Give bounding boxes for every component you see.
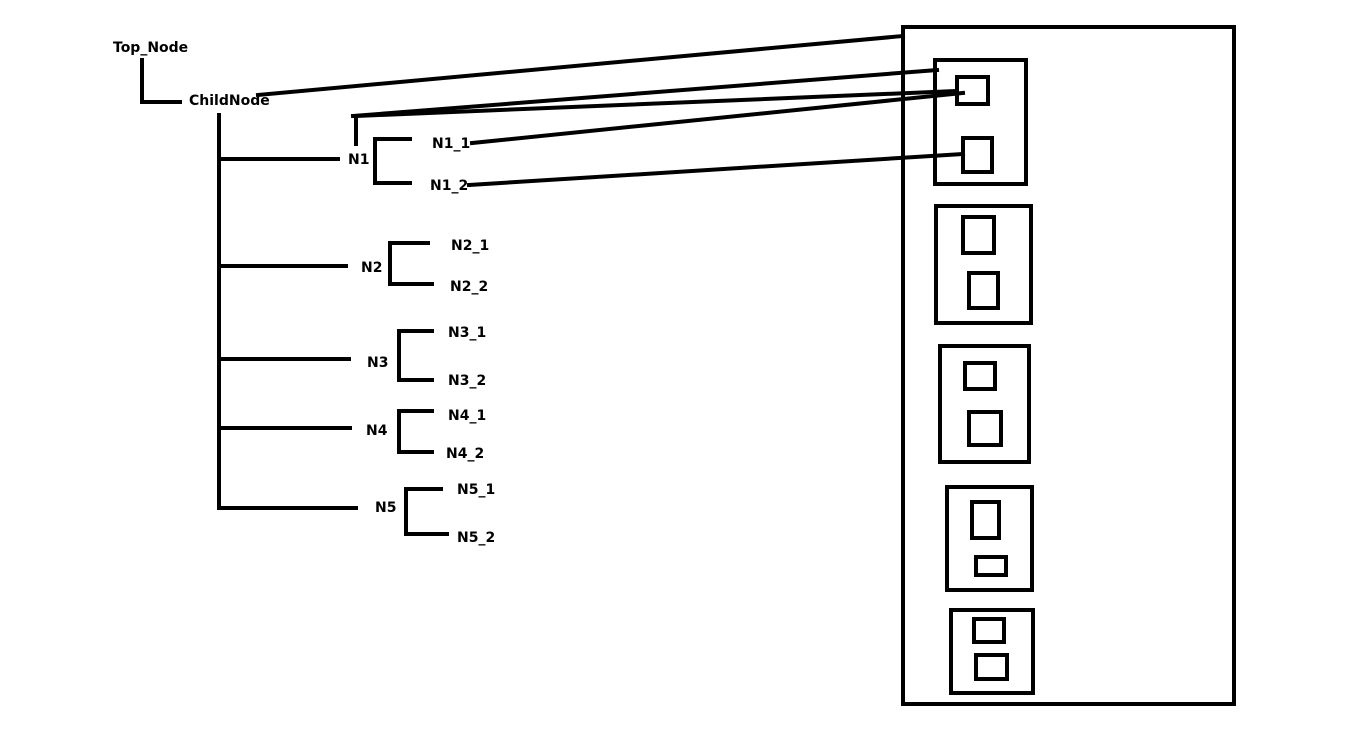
leaf-label-n4-2: N4_2 xyxy=(446,446,484,462)
group-4-item-2 xyxy=(974,555,1008,577)
mapping-lines xyxy=(255,33,966,188)
map-n1-1-to-item xyxy=(469,90,966,146)
tree-connectors xyxy=(140,58,449,536)
group-5-item-2 xyxy=(974,653,1009,681)
leaf-label-n2-2: N2_2 xyxy=(450,279,488,295)
node-label-n2: N2 xyxy=(361,260,382,276)
bracket-n3 xyxy=(397,329,434,382)
group-3-item-2 xyxy=(967,410,1003,447)
node-label-n4: N4 xyxy=(366,423,388,439)
node-label-n3: N3 xyxy=(367,355,388,371)
leaf-label-n3-2: N3_2 xyxy=(448,373,486,389)
leaf-label-n5-1: N5_1 xyxy=(457,482,495,498)
group-frame-5 xyxy=(949,608,1035,695)
group-5-item-1 xyxy=(972,617,1006,644)
group-1-item-2 xyxy=(961,136,994,174)
map-childnode-to-panel xyxy=(255,33,906,98)
group-1-item-1 xyxy=(955,75,990,106)
group-frame-1 xyxy=(933,58,1028,186)
map-n1-2-to-item xyxy=(466,151,966,188)
panel-group-2 xyxy=(934,204,1033,325)
panel-group-4 xyxy=(945,485,1034,592)
root-connector xyxy=(140,58,182,104)
group-2-item-2 xyxy=(967,271,1000,310)
leaf-label-n1-1: N1_1 xyxy=(432,136,470,152)
panel-group-5 xyxy=(949,608,1035,695)
outer-panel-frame xyxy=(901,25,1236,706)
group-3-item-1 xyxy=(963,361,997,391)
group-frame-3 xyxy=(938,344,1031,464)
node-label-n5: N5 xyxy=(375,500,396,516)
group-2-item-1 xyxy=(961,215,996,255)
leaf-label-n4-1: N4_1 xyxy=(448,408,486,424)
child-node-label: ChildNode xyxy=(189,93,270,109)
panel-group-1 xyxy=(933,58,1028,186)
leaf-label-n2-1: N2_1 xyxy=(451,238,489,254)
node-label-n1: N1 xyxy=(348,152,369,168)
leaf-label-n5-2: N5_2 xyxy=(457,530,495,546)
leaf-label-n3-1: N3_1 xyxy=(448,325,486,341)
group-frame-2 xyxy=(934,204,1033,325)
group-4-item-1 xyxy=(970,500,1001,540)
panel-group-3 xyxy=(938,344,1031,464)
leaf-label-n1-2: N1_2 xyxy=(430,178,468,194)
bracket-n1 xyxy=(373,137,412,185)
bracket-n2 xyxy=(388,241,434,286)
bracket-n5 xyxy=(404,487,449,536)
map-n1-to-group xyxy=(350,67,940,119)
top-node-label: Top_Node xyxy=(113,40,188,56)
group-frame-4 xyxy=(945,485,1034,592)
bracket-n4 xyxy=(397,409,434,454)
